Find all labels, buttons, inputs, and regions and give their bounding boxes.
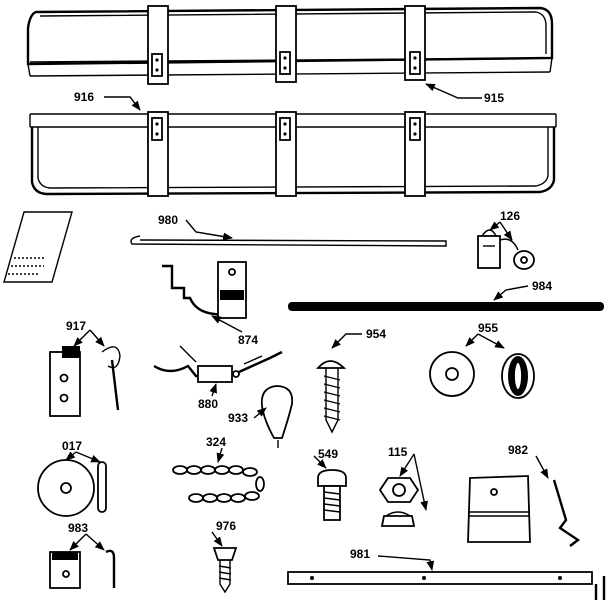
leader-lines — [65, 83, 549, 571]
upper-basket — [26, 5, 554, 85]
label-984: 984 — [532, 279, 552, 293]
label-126: 126 — [500, 209, 520, 223]
rod-980 — [130, 235, 447, 247]
instruction-sheet — [3, 211, 73, 283]
hinge-plate-982 — [467, 475, 581, 547]
label-917: 917 — [66, 319, 86, 333]
strip-984 — [288, 302, 604, 311]
latch-874 — [162, 261, 247, 319]
label-880: 880 — [198, 397, 218, 411]
label-955: 955 — [478, 321, 498, 335]
padlock-126 — [477, 229, 535, 270]
rail-981 — [287, 571, 606, 600]
label-933: 933 — [228, 411, 248, 425]
screw-976 — [212, 547, 238, 594]
label-980: 980 — [158, 213, 178, 227]
catch-880 — [153, 345, 283, 383]
label-954: 954 — [366, 327, 386, 341]
nuts-115 — [378, 477, 420, 527]
label-324: 324 — [206, 435, 226, 449]
label-982: 982 — [508, 443, 528, 457]
lower-basket — [29, 111, 557, 197]
hinge-917 — [49, 346, 121, 417]
bracket-983 — [49, 549, 116, 589]
label-976: 976 — [216, 519, 236, 533]
washer-017 — [37, 459, 107, 517]
label-874: 874 — [238, 333, 258, 347]
chain-324 — [172, 465, 265, 503]
bumper-933 — [260, 385, 294, 448]
label-983: 983 — [68, 521, 88, 535]
screw-954 — [316, 360, 347, 434]
washer-roller-955 — [429, 351, 535, 399]
bolt-549 — [317, 469, 347, 521]
label-915: 915 — [484, 91, 504, 105]
part-labels: 916 915 980 126 984 874 917 954 955 880 … — [62, 90, 552, 561]
label-981: 981 — [350, 547, 370, 561]
label-115: 115 — [388, 445, 408, 459]
label-017: 017 — [62, 439, 82, 453]
label-916: 916 — [74, 90, 94, 104]
label-549: 549 — [318, 447, 338, 461]
